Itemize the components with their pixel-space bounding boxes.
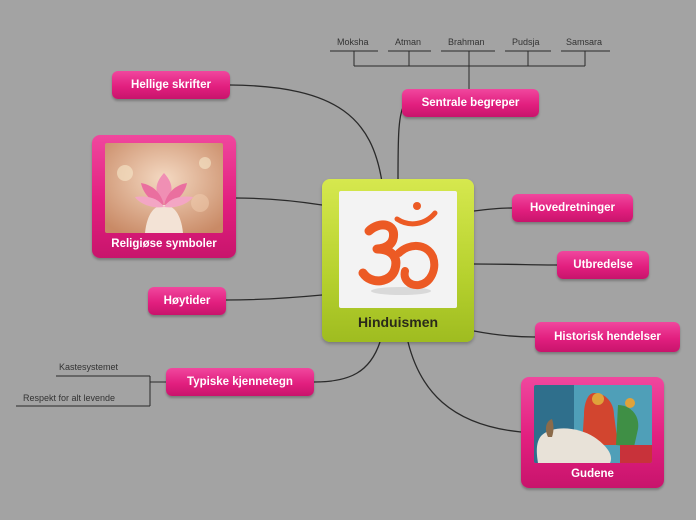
om-symbol-image: [339, 191, 457, 308]
leaf-moksha[interactable]: Moksha: [337, 37, 369, 47]
branch-label: Religiøse symboler: [111, 238, 217, 250]
branch-label: Gudene: [571, 468, 614, 480]
branch-hellige-skrifter[interactable]: Hellige skrifter: [112, 71, 230, 99]
leaf-pudsja[interactable]: Pudsja: [512, 37, 540, 47]
branch-typiske-kjennetegn[interactable]: Typiske kjennetegn: [166, 368, 314, 396]
branch-religiose-symboler[interactable]: Religiøse symboler: [92, 135, 236, 258]
central-topic[interactable]: Hinduismen: [322, 179, 474, 342]
branch-historisk-hendelser[interactable]: Historisk hendelser: [535, 322, 680, 352]
lotus-image: [105, 143, 223, 233]
leaf-atman[interactable]: Atman: [395, 37, 422, 47]
leaf-samsara[interactable]: Samsara: [566, 37, 603, 47]
branch-label: Hellige skrifter: [131, 79, 211, 91]
branch-hoytider[interactable]: Høytider: [148, 287, 226, 315]
gods-image: [533, 385, 652, 463]
leaf-brahman[interactable]: Brahman: [448, 37, 485, 47]
branch-utbredelse[interactable]: Utbredelse: [557, 251, 649, 279]
branch-label: Utbredelse: [573, 259, 633, 271]
branch-label: Historisk hendelser: [554, 331, 661, 343]
branch-label: Sentrale begreper: [421, 97, 520, 109]
branch-sentrale-begreper[interactable]: Sentrale begreper: [402, 89, 539, 117]
branch-label: Hovedretninger: [530, 202, 615, 214]
central-title: Hinduismen: [357, 314, 439, 330]
om-icon: [358, 202, 439, 295]
branch-hovedretninger[interactable]: Hovedretninger: [512, 194, 633, 222]
leaf-kastesystemet[interactable]: Kastesystemet: [59, 362, 119, 372]
branch-gudene[interactable]: Gudene: [521, 377, 664, 488]
branch-label: Høytider: [163, 295, 211, 307]
branch-label: Typiske kjennetegn: [187, 376, 293, 388]
leaf-respekt[interactable]: Respekt for alt levende: [23, 393, 116, 403]
